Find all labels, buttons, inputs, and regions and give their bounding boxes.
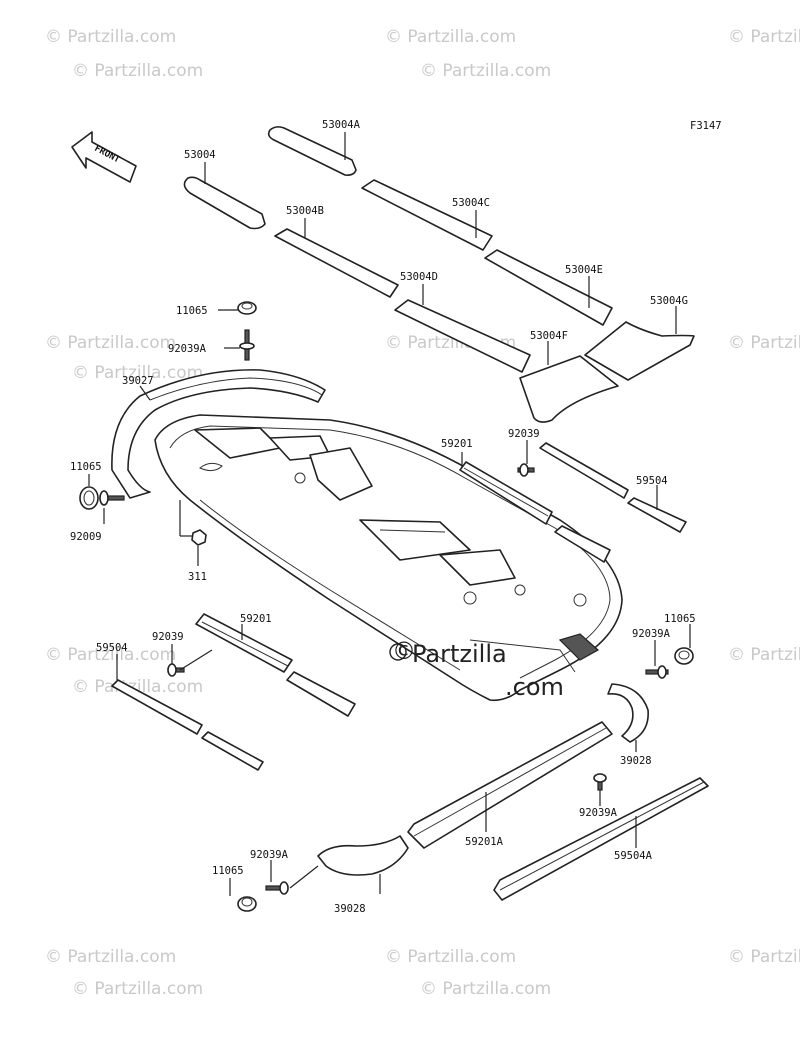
watermark-text: © Partzilla.com <box>72 677 203 697</box>
rivet-92039A-top: 92039A <box>168 329 255 361</box>
part-label: 11065 <box>212 865 244 877</box>
watermark-text: © Partzilla.com <box>728 27 800 47</box>
cap-11065-right: 11065 <box>664 613 696 665</box>
watermark-text: © Partzilla.com <box>385 947 516 967</box>
part-label: 92039 <box>152 631 184 643</box>
watermark-text: © Partzilla.com <box>45 947 176 967</box>
watermark-brand: Partzilla <box>412 640 507 668</box>
mat-53004G: 53004G <box>584 295 695 381</box>
strip-59504A: 59504A <box>493 777 709 901</box>
watermark-text: © Partzilla.com <box>72 979 203 999</box>
part-label: 53004B <box>286 205 324 217</box>
watermark-text: © Partzilla.com <box>45 645 176 665</box>
watermark-text: © Partzilla.com <box>728 645 800 665</box>
part-label: 53004E <box>565 264 603 276</box>
part-label: 92039A <box>168 343 207 355</box>
mat-53004C: 53004C <box>361 179 493 251</box>
part-label: 59201A <box>465 836 504 848</box>
part-label: 39028 <box>334 903 366 915</box>
part-label: 11065 <box>664 613 696 625</box>
guard-59201-right: 59201 <box>441 438 611 563</box>
mat-53004F: 53004F <box>519 330 619 423</box>
cap-11065-bottom: 11065 <box>212 865 257 912</box>
rivet-92039-right: 92039 <box>508 428 540 477</box>
part-label: 59201 <box>441 438 473 450</box>
center-watermark: © Partzilla .com <box>389 637 564 701</box>
rivet-92039A-right: 92039A <box>632 628 671 679</box>
part-label: 53004A <box>322 119 361 131</box>
copyright-icon: © <box>392 637 416 665</box>
mat-53004: 53004 <box>183 149 266 230</box>
rivet-92039-left: 92039 <box>152 631 213 677</box>
mat-53004B: 53004B <box>274 205 399 298</box>
part-label: 59504A <box>614 850 653 862</box>
bumper-39028-bottom: 39028 <box>317 835 409 915</box>
guard-59201A: 59201A <box>407 721 613 849</box>
watermark-text: © Partzilla.com <box>728 333 800 353</box>
watermark-text: © Partzilla.com <box>72 363 203 383</box>
watermark-text: © Partzilla.com <box>72 61 203 81</box>
part-label: 92039A <box>250 849 289 861</box>
part-label: 311 <box>188 571 207 583</box>
part-label: 59504 <box>636 475 668 487</box>
bumper-39028-right: 39028 <box>607 683 652 767</box>
part-label: 53004D <box>400 271 438 283</box>
part-label: 92039A <box>579 807 618 819</box>
part-label: 53004C <box>452 197 490 209</box>
part-label: 53004G <box>650 295 688 307</box>
part-label: 59504 <box>96 642 128 654</box>
part-label: 92039A <box>632 628 671 640</box>
part-label: 59201 <box>240 613 272 625</box>
part-label: 39027 <box>122 375 154 387</box>
watermark-text: © Partzilla.com <box>45 333 176 353</box>
mat-53004D: 53004D <box>394 271 531 373</box>
rivet-92009: 92009 <box>70 490 125 543</box>
figure-code: F3147 <box>690 120 722 132</box>
guard-59201-left: 59201 <box>195 613 356 717</box>
cap-11065-top: 11065 <box>176 301 257 317</box>
bumper-39027: 39027 <box>111 369 326 499</box>
front-arrow-icon: FRONT <box>71 131 137 183</box>
rivet-92039A-mid: 92039A <box>579 773 618 819</box>
part-label: 92009 <box>70 531 102 543</box>
watermark-text: © Partzilla.com <box>385 27 516 47</box>
mat-53004E: 53004E <box>484 249 613 326</box>
watermark-text: © Partzilla.com <box>728 947 800 967</box>
strip-59504-right: 59504 <box>539 442 687 533</box>
strip-59504-left: 59504 <box>96 642 264 771</box>
watermark-domain: .com <box>505 673 564 701</box>
part-label: 92039 <box>508 428 540 440</box>
part-label: 11065 <box>176 305 208 317</box>
part-label: 53004F <box>530 330 568 342</box>
watermark-text: © Partzilla.com <box>45 27 176 47</box>
watermark-text: © Partzilla.com <box>420 61 551 81</box>
part-label: 11065 <box>70 461 102 473</box>
nut-311: 311 <box>179 500 207 583</box>
cap-11065-left: 11065 <box>70 461 102 510</box>
watermark-text: © Partzilla.com <box>420 979 551 999</box>
mat-53004A: 53004A <box>267 119 361 176</box>
part-label: 39028 <box>620 755 652 767</box>
hull <box>154 414 623 702</box>
part-label: 53004 <box>184 149 216 161</box>
rivet-92039A-bottom: 92039A <box>250 849 319 895</box>
